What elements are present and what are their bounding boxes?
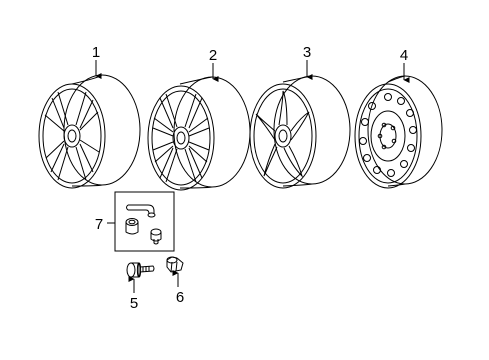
- wheel-3-icon[interactable]: [249, 75, 351, 189]
- wheel-4-icon[interactable]: [354, 75, 443, 189]
- wheel-1-icon[interactable]: [38, 74, 141, 189]
- wheel-lug-bolt-icon[interactable]: [126, 262, 155, 278]
- part-7-box: [114, 191, 175, 252]
- wheel-2-icon[interactable]: [147, 76, 251, 191]
- locking-lug-kit-icon[interactable]: [125, 204, 162, 245]
- callout-5: 5: [130, 295, 138, 312]
- callout-3: 3: [303, 44, 311, 61]
- callout-4: 4: [400, 47, 408, 64]
- callout-7: 7: [95, 216, 103, 233]
- callout-1: 1: [92, 44, 100, 61]
- callout-6: 6: [176, 289, 184, 306]
- lug-nut-icon[interactable]: [166, 256, 184, 273]
- callout-2: 2: [209, 47, 217, 64]
